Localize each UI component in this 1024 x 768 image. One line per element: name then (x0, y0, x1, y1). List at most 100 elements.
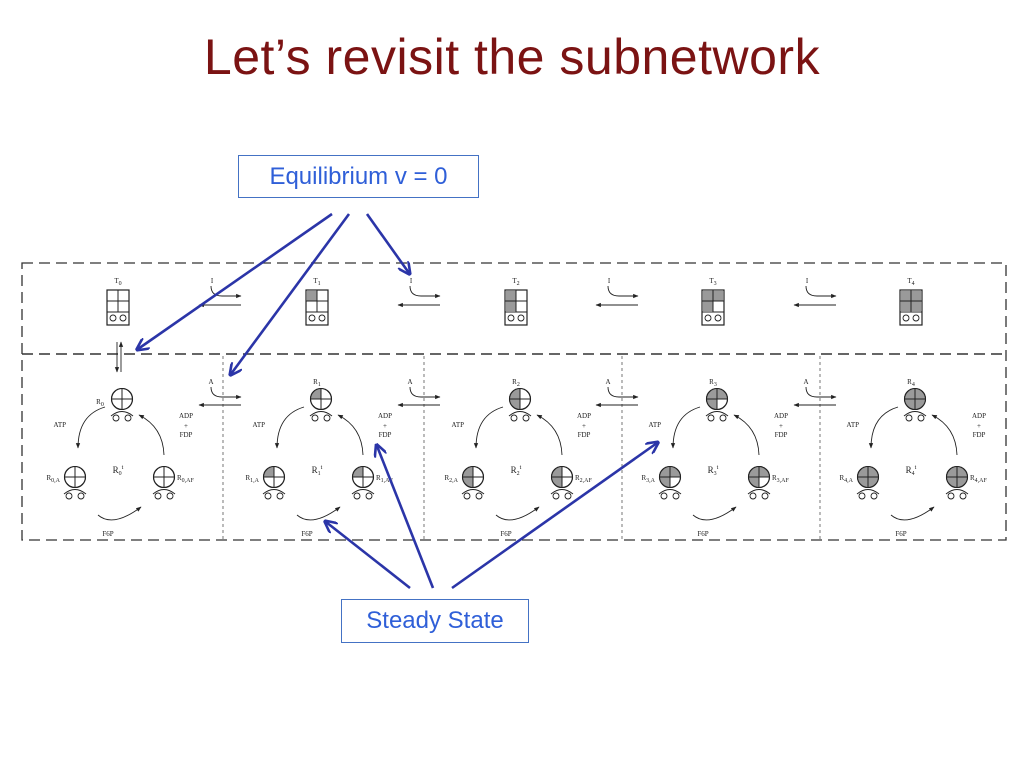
cycle-arrow-f6p (692, 506, 737, 521)
r-enzyme (508, 387, 532, 422)
fdp-label: FDP (379, 431, 392, 439)
r-enzyme (309, 387, 333, 422)
plus-label: + (383, 422, 387, 430)
r-a-enzyme (262, 465, 286, 500)
t-state-label: T0 (114, 277, 121, 287)
cycle-arrow-adp (138, 414, 165, 456)
adp-label: ADP (179, 412, 193, 420)
t-state-box (701, 289, 725, 326)
f6p-label: F6P (500, 530, 511, 538)
r-af-label: R2,AF (575, 474, 593, 484)
plus-label: + (977, 422, 981, 430)
r-state-label: R0 (96, 398, 104, 408)
plus-label: + (582, 422, 586, 430)
r-af-enzyme (351, 465, 375, 500)
ligand-label-i: I (806, 277, 809, 285)
equilibrium-arrow-1 (138, 212, 333, 349)
ligand-label-a: A (803, 378, 808, 386)
steady-state-callout: Steady State (341, 599, 529, 643)
f6p-label: F6P (301, 530, 312, 538)
ligand-label-a: A (208, 378, 213, 386)
steady-state-arrow-3 (451, 443, 657, 590)
r-total-label: R1t (312, 465, 323, 477)
atp-label: ATP (253, 421, 266, 429)
cycle-arrow-atp (75, 406, 106, 449)
ligand-label-i: I (410, 277, 413, 285)
t-state-box (899, 289, 923, 326)
r-total-label: R3t (708, 465, 719, 477)
cycle-arrow-atp (473, 406, 504, 449)
r-enzyme (903, 387, 927, 422)
f6p-label: F6P (102, 530, 113, 538)
r-a-label: R0,A (46, 474, 60, 484)
cycle-arrow-f6p (890, 506, 935, 521)
r-a-label: R3,A (641, 474, 655, 484)
r-a-enzyme (658, 465, 682, 500)
cycle-arrow-adp (337, 414, 364, 456)
forward-arrow (409, 386, 441, 400)
plus-label: + (184, 422, 188, 430)
r-a-label: R2,A (444, 474, 458, 484)
forward-arrow (805, 285, 837, 299)
forward-arrow (607, 285, 639, 299)
cycle-arrow-atp (274, 406, 305, 449)
forward-arrow (805, 386, 837, 400)
steady-state-arrow-2 (377, 446, 435, 589)
r-a-label: R1,A (245, 474, 259, 484)
ligand-label-i: I (608, 277, 611, 285)
r-enzyme (705, 387, 729, 422)
cycle-arrow-adp (733, 414, 760, 456)
r-af-label: R3,AF (772, 474, 790, 484)
cycle-arrow-f6p (495, 506, 540, 521)
adp-label: ADP (378, 412, 392, 420)
slide-title: Let’s revisit the subnetwork (203, 29, 821, 85)
atp-label: ATP (452, 421, 465, 429)
ligand-label-i: I (211, 277, 214, 285)
equilibrium-callout: Equilibrium v = 0 (238, 155, 479, 198)
r-a-enzyme (63, 465, 87, 500)
r-af-enzyme (152, 465, 176, 500)
t-state-label: T2 (512, 277, 519, 287)
r-total-label: R0t (113, 465, 124, 477)
forward-arrow (210, 285, 242, 299)
cycle-arrow-atp (868, 406, 899, 449)
f6p-label: F6P (697, 530, 708, 538)
cycle-arrow-atp (670, 406, 701, 449)
fdp-label: FDP (973, 431, 986, 439)
r-a-enzyme (856, 465, 880, 500)
adp-label: ADP (774, 412, 788, 420)
fdp-label: FDP (775, 431, 788, 439)
r-a-label: R4,A (839, 474, 853, 484)
t-state-box (106, 289, 130, 326)
outer-dashed-frame (21, 262, 1007, 541)
forward-arrow (607, 386, 639, 400)
t-state-box (305, 289, 329, 326)
r-af-enzyme (945, 465, 969, 500)
ligand-label-a: A (605, 378, 610, 386)
plus-label: + (779, 422, 783, 430)
r-enzyme (110, 387, 134, 422)
cycle-arrow-f6p (296, 506, 341, 521)
ligand-label-a: A (407, 378, 412, 386)
atp-label: ATP (54, 421, 67, 429)
fdp-label: FDP (578, 431, 591, 439)
r-state-label: R3 (709, 378, 717, 388)
equilibrium-arrow-2 (231, 213, 351, 374)
r-total-label: R2t (511, 465, 522, 477)
forward-arrow (409, 285, 441, 299)
steady-state-arrow-1 (326, 522, 411, 590)
r-af-label: R4,AF (970, 474, 988, 484)
r-af-label: R0,AF (177, 474, 195, 484)
adp-label: ADP (972, 412, 986, 420)
r-af-label: R1,AF (376, 474, 394, 484)
cycle-arrow-adp (536, 414, 563, 456)
fdp-label: FDP (180, 431, 193, 439)
r-state-label: R2 (512, 378, 520, 388)
r-state-label: R4 (907, 378, 915, 388)
forward-arrow (210, 386, 242, 400)
t-state-box (504, 289, 528, 326)
r-a-enzyme (461, 465, 485, 500)
r-state-label: R1 (313, 378, 321, 388)
atp-label: ATP (847, 421, 860, 429)
r-af-enzyme (550, 465, 574, 500)
